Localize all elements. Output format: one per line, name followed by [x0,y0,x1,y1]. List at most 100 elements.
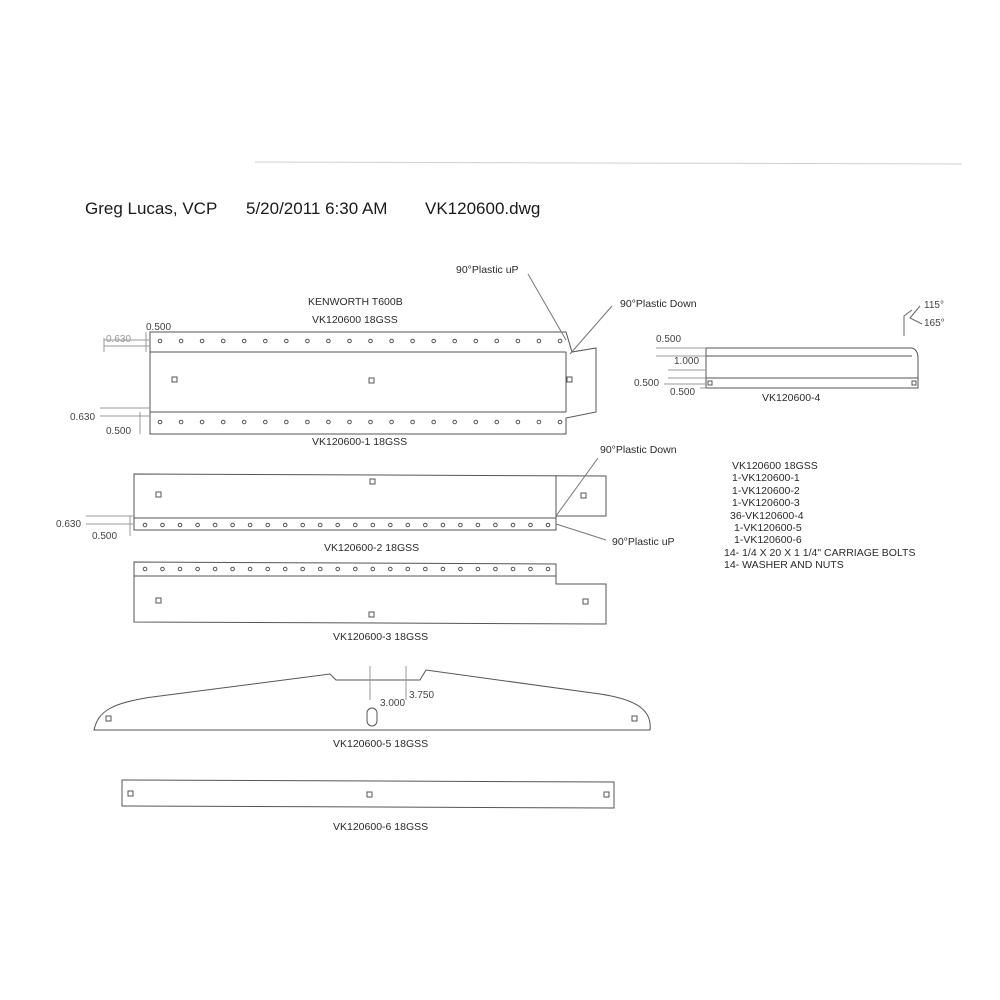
part-1-holes [157,338,563,425]
dim-p5-slot: 3.000 [380,698,406,709]
bolt-hole [142,566,148,572]
bom-line: 1-VK120600-3 [732,497,800,510]
bom-line: 14- WASHER AND NUTS [724,559,844,572]
part-3-holes [142,566,551,572]
part-2-label: VK120600-2 18GSS [324,542,420,554]
bolt-hole [528,522,533,528]
bolt-hole [160,522,165,528]
bolt-hole [263,338,268,344]
bolt-hole [157,419,163,425]
bolt-hole [157,338,163,344]
dim-p4-bottom-b: 0.500 [670,387,696,398]
bolt-hole [545,566,551,572]
bolt-hole [347,419,352,425]
bolt-hole [368,338,373,344]
dim-p4-height: 1.000 [674,356,700,367]
bolt-hole [431,419,437,425]
bolt-hole [405,566,411,572]
part-1-outline [149,331,597,435]
bolt-hole [265,522,271,528]
dim-p1-bottom-offset: 0.630 [70,412,96,423]
bolt-hole [317,566,323,572]
bolt-hole [510,566,516,572]
bolt-hole [305,338,310,344]
callout-plastic-down-2: 90°Plastic Down [600,444,677,456]
angle-165: 165° [924,318,945,329]
bolt-hole [452,419,458,425]
bolt-hole [388,566,393,572]
bolt-hole [431,338,437,344]
bolt-hole [263,419,268,425]
part-5-outline [93,666,651,731]
bolt-hole [282,566,288,572]
bolt-hole [282,522,288,528]
bolt-hole [305,419,310,425]
bolt-hole [212,522,218,528]
bolt-hole [388,522,393,528]
bolt-hole [423,522,428,528]
bolt-hole [326,419,331,425]
callout-plastic-down-1: 90°Plastic Down [620,298,697,310]
bolt-hole [493,522,498,528]
bolt-hole [195,566,200,572]
bolt-hole [557,419,563,425]
dim-p1-top-left: 0.500 [146,322,172,333]
bolt-hole [178,338,184,344]
bolt-hole [528,566,533,572]
bolt-hole [199,338,205,344]
bolt-hole [220,338,226,344]
bom-line: 14- 1/4 X 20 X 1 1/4" CARRIAGE BOLTS [724,546,916,559]
bolt-hole [178,419,184,425]
bolt-hole [300,566,306,572]
bolt-hole [493,566,498,572]
bolt-hole [284,338,289,344]
bolt-hole [335,522,341,528]
part-5-label: VK120600-5 18GSS [333,738,429,750]
bolt-hole [212,566,218,572]
bolt-hole [353,566,358,572]
bolt-hole [142,522,148,528]
bolt-hole [557,338,563,344]
part-3-label: VK120600-3 18GSS [333,631,429,643]
bolt-hole [515,338,521,344]
bom-line: VK120600 18GSS [732,460,818,472]
part-3-outline [133,561,607,625]
bolt-hole [440,566,446,572]
bolt-hole [370,566,376,572]
callout-plastic-up-1: 90°Plastic uP [456,264,519,276]
bolt-hole [473,338,479,344]
part-2-holes [142,522,551,528]
bom-line: 1-VK120600-6 [734,534,802,547]
bolt-hole [177,522,183,528]
bolt-hole [545,522,551,528]
bom-line: 1-VK120600-5 [734,522,802,535]
bolt-hole [452,338,458,344]
bolt-hole [326,338,331,344]
bolt-hole [353,522,358,528]
part-4-outline [705,347,919,389]
bolt-hole [440,522,446,528]
bolt-hole [475,566,481,572]
bolt-hole [247,566,253,572]
bolt-hole [230,566,235,572]
bolt-hole [368,419,373,425]
bolt-hole [199,419,205,425]
bolt-hole [195,522,200,528]
dim-p1-bottom-left: 0.500 [106,426,132,437]
bolt-hole [317,522,323,528]
bolt-hole [335,566,341,572]
bom-line: 1-VK120600-1 [732,472,800,485]
bolt-hole [220,419,226,425]
bolt-hole [241,419,247,425]
bolt-hole [475,522,481,528]
bom-line: 36-VK120600-4 [730,509,804,522]
dim-p5-height: 3.750 [409,690,435,701]
drawing-title-line2: VK120600 18GSS [312,314,398,326]
bolt-hole [160,566,165,572]
bolt-hole [284,419,289,425]
part-1-label: VK120600-1 18GSS [312,436,408,448]
bolt-hole [510,522,516,528]
bolt-hole [370,522,376,528]
bill-of-materials: VK120600 18GSS 1-VK120600-1 1-VK120600-2… [724,460,915,572]
